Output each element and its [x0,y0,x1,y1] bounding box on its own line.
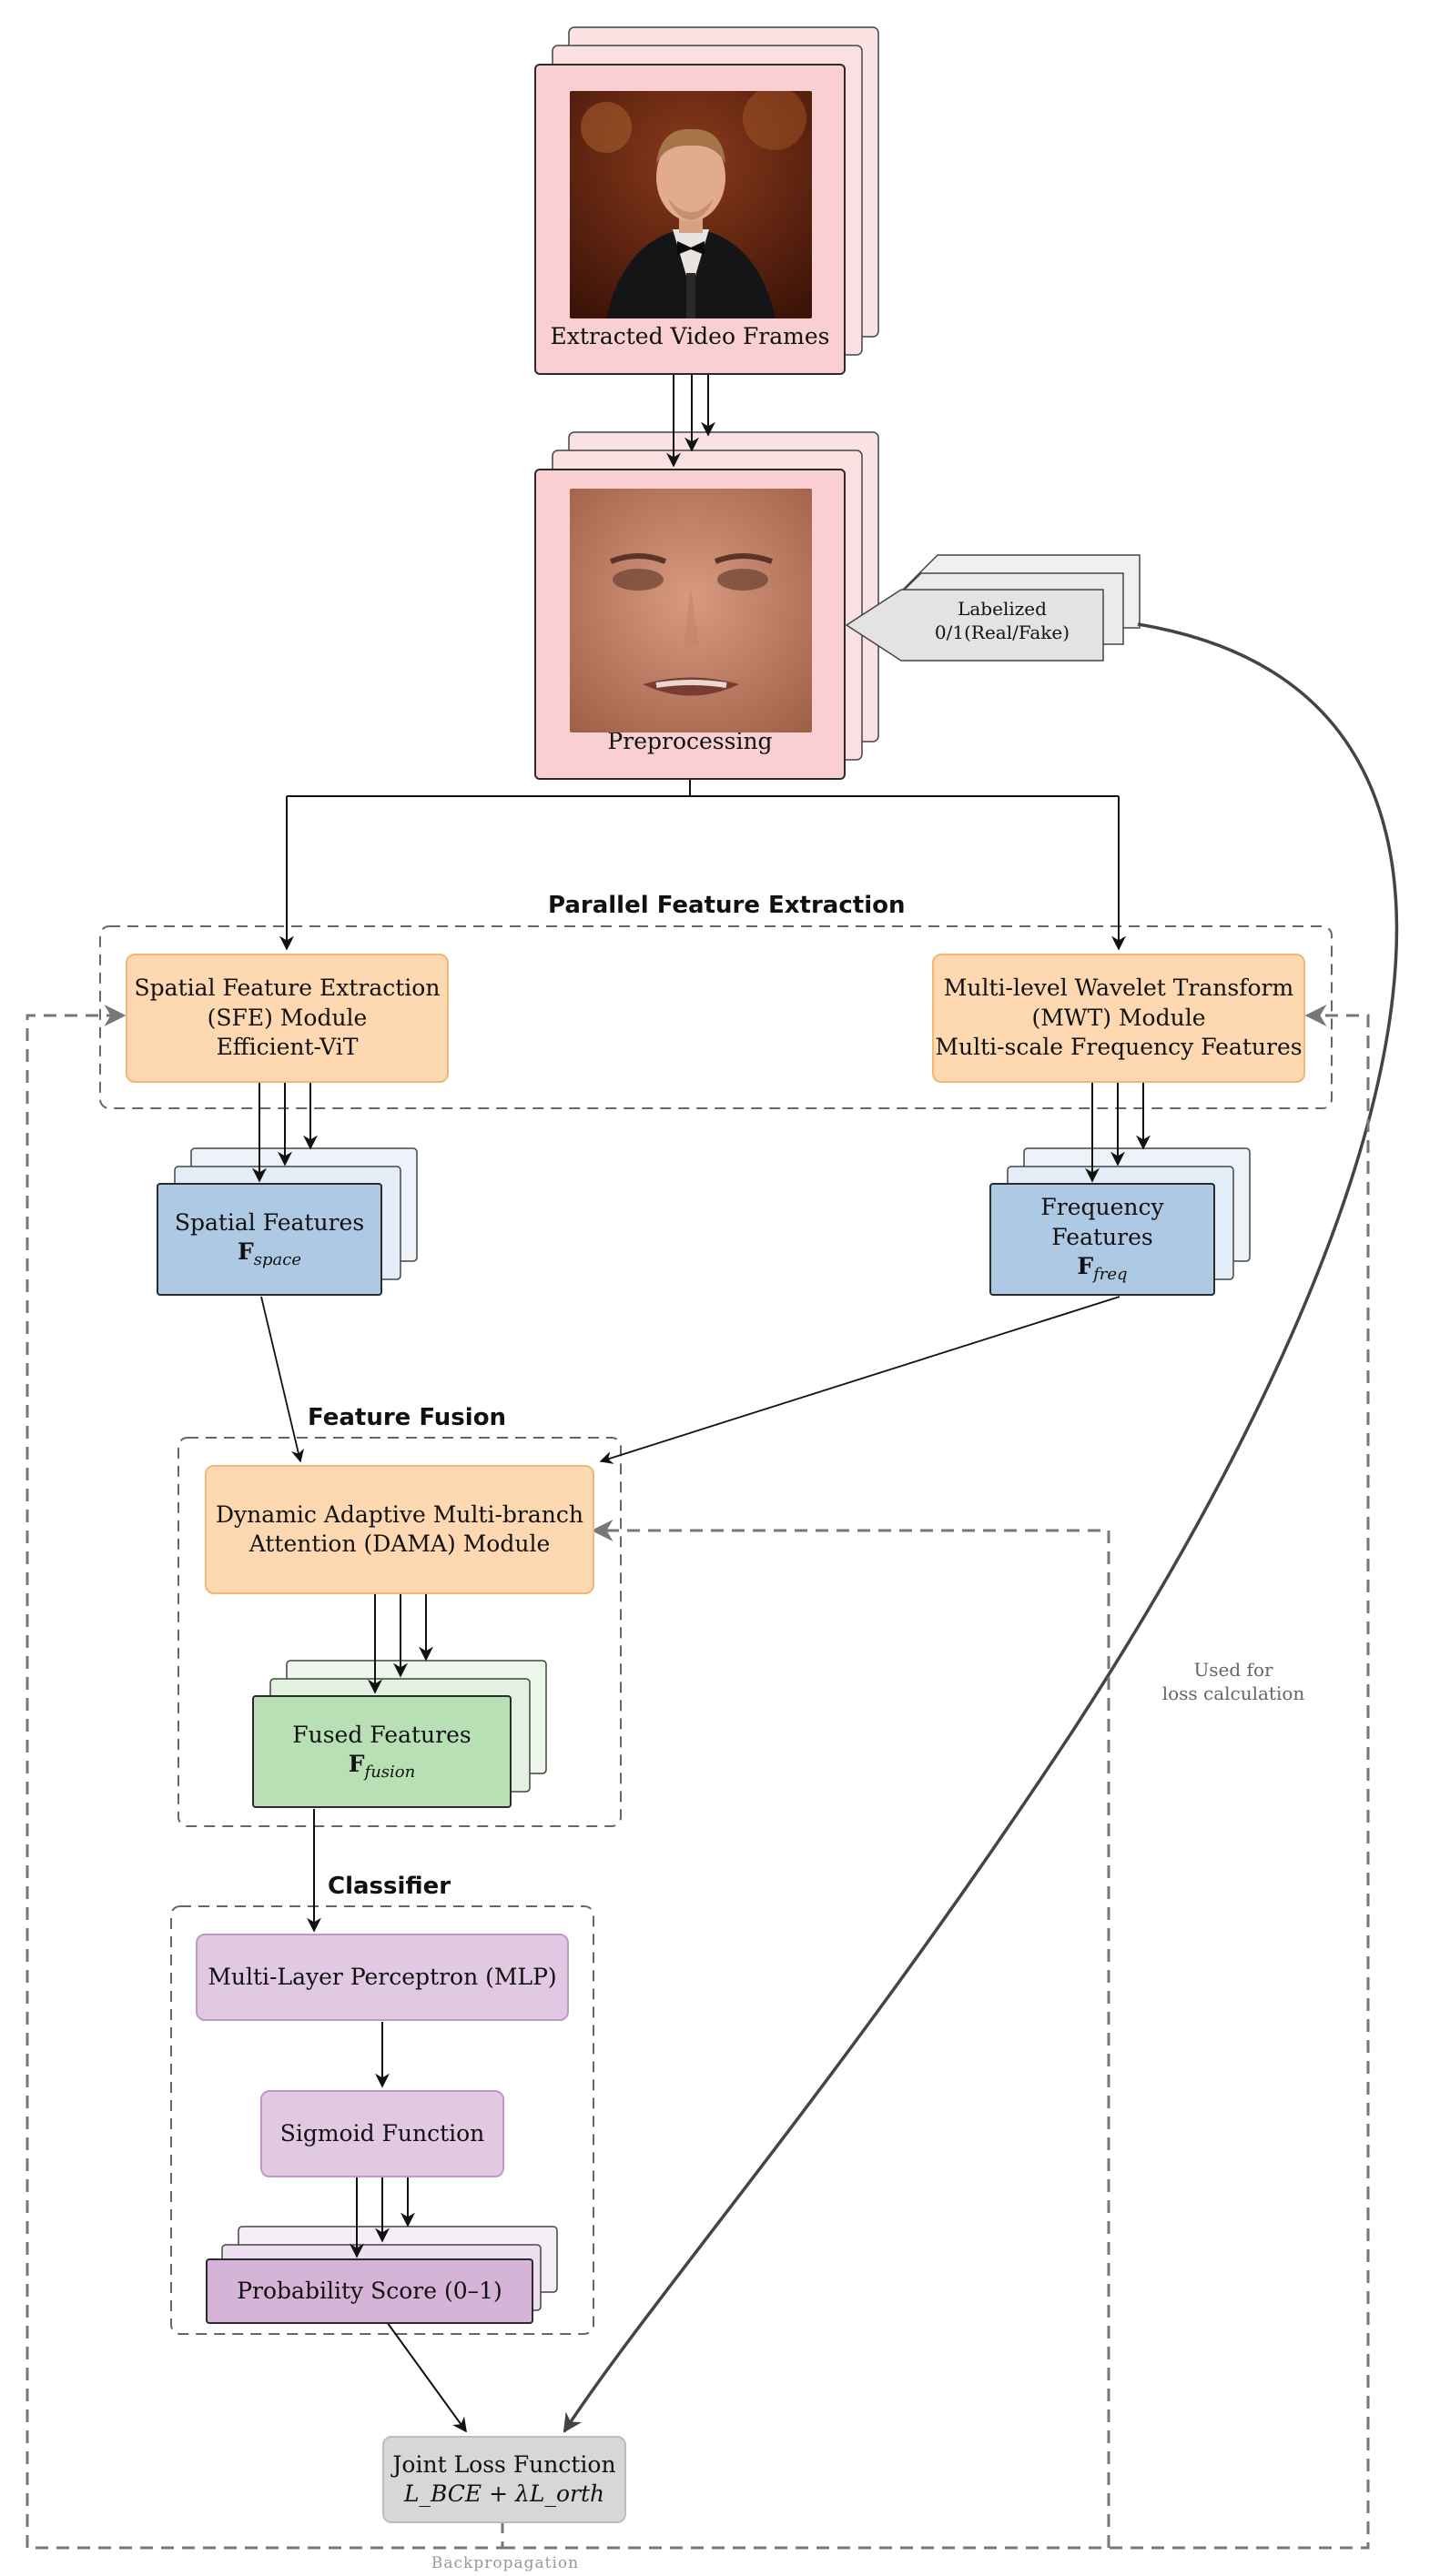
parallel-group-frame [99,925,1333,1109]
frames-label: Extracted Video Frames [550,322,830,349]
fusion-group-title: Feature Fusion [308,1404,507,1431]
spatial-features-title: Spatial Features [174,1208,365,1236]
frequency-features-box: Frequency Features Ffreq [989,1183,1215,1296]
label-tag-line-2: 0/1(Real/Fake) [934,621,1070,643]
spatial-features-box: Spatial Features Fspace [157,1183,382,1296]
sigmoid-label: Sigmoid Function [279,2119,485,2147]
probability-score-box: Probability Score (0–1) [206,2258,533,2324]
sigmoid-to-prob-arrows [350,2177,415,2258]
loss-title: Joint Loss Function [392,2450,616,2478]
fusion-group-frame [177,1437,622,1827]
dama-module: Dynamic Adaptive Multi-branch Attention … [205,1465,594,1594]
classifier-group-frame [170,1905,594,2335]
dama-to-fused-arrows [368,1594,433,1694]
backprop-label: Backpropagation [431,2554,580,2572]
freq-to-dama-arrow [599,1296,1120,1464]
freq-features-title-1: Frequency [1040,1194,1164,1221]
speaker-photo-image [570,91,812,318]
loss-formula: L_BCE + λL_orth [403,2480,605,2507]
sfe-module: Spatial Feature Extraction (SFE) Module … [126,954,449,1083]
classifier-group-title: Classifier [328,1873,451,1900]
mwt-to-freq-arrows [1085,1083,1151,1183]
freq-features-symbol: Ffreq [1077,1253,1128,1285]
label-tag-text: Labelized 0/1(Real/Fake) [901,597,1103,644]
joint-loss-box: Joint Loss Function L_BCE + λL_orth [382,2436,626,2523]
fused-features-symbol: Ffusion [348,1751,416,1783]
sfe-to-spatial-arrows [252,1083,318,1183]
spatial-to-dama-arrow [260,1296,305,1463]
freq-features-title-2: Features [1051,1223,1153,1250]
prep-branch-lines [279,778,1126,951]
mwt-line-1: Multi-level Wavelet Transform [943,975,1294,1002]
label-to-loss-curve [563,622,1399,2433]
dama-line-1: Dynamic Adaptive Multi-branch [216,1500,583,1528]
sfe-line-1: Spatial Feature Extraction [134,975,441,1002]
loss-note-line-1: Used for [1193,1659,1273,1681]
face-crop-image [570,489,812,732]
sfe-line-3: Efficient-ViT [216,1034,359,1061]
loss-note: Used for loss calculation [1138,1658,1329,1705]
probability-label: Probability Score (0–1) [237,2277,502,2304]
mwt-line-2: (MWT) Module [1031,1004,1206,1031]
mwt-line-3: Multi-scale Frequency Features [935,1034,1303,1061]
sfe-line-2: (SFE) Module [207,1004,368,1031]
preprocessing-card: Preprocessing [534,469,846,780]
sigmoid-module: Sigmoid Function [260,2090,504,2177]
label-tag-front [845,589,1104,662]
fused-features-box: Fused Features Ffusion [252,1695,512,1808]
mlp-module: Multi-Layer Perceptron (MLP) [196,1934,569,2021]
prob-to-loss-arrow [381,2315,467,2433]
extracted-frames-card: Extracted Video Frames [534,64,846,375]
mlp-label: Multi-Layer Perceptron (MLP) [208,1963,557,1990]
label-tag-line-1: Labelized [958,598,1047,620]
parallel-group-title: Parallel Feature Extraction [548,892,906,919]
frames-to-prep-arrows [666,373,715,468]
spatial-features-symbol: Fspace [238,1238,301,1270]
mwt-module: Multi-level Wavelet Transform (MWT) Modu… [932,954,1305,1083]
fused-features-title: Fused Features [292,1721,472,1748]
dama-line-2: Attention (DAMA) Module [248,1530,551,1557]
loss-note-line-2: loss calculation [1161,1682,1305,1704]
backprop-lines [25,1005,1370,2550]
